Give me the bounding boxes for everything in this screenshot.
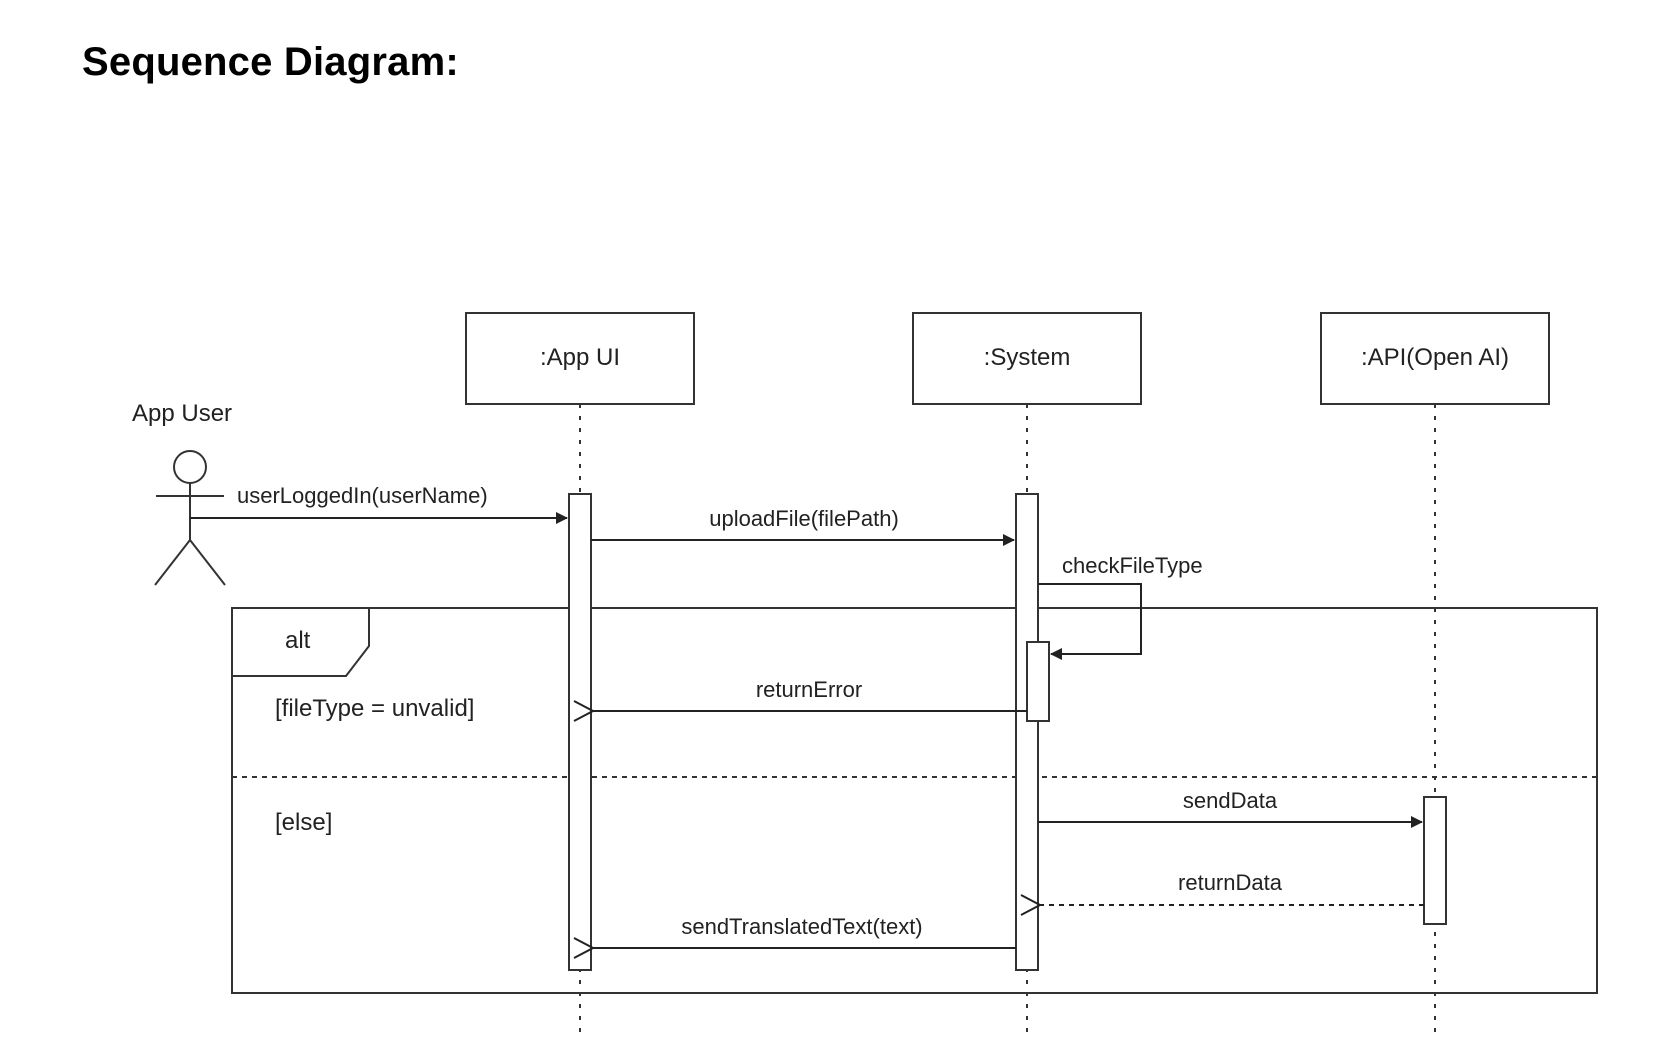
alt-fragment: alt [fileType = unvalid] [else] (231, 607, 1598, 994)
message-user-logged-in: userLoggedIn(userName) (190, 483, 568, 524)
message-label: userLoggedIn(userName) (237, 483, 488, 508)
lifeline-api: :API(Open AI) (1320, 312, 1550, 1040)
actor-left-leg (154, 539, 191, 586)
page-title: Sequence Diagram: (82, 40, 459, 84)
alt-guard-else: [else] (275, 809, 332, 836)
lifeline-head-system (912, 312, 1142, 405)
actor-app-user: App User (132, 400, 232, 586)
message-upload-file: uploadFile(filePath) (591, 506, 1015, 546)
actor-right-leg (189, 539, 226, 586)
alt-operator-tab (232, 608, 370, 677)
message-label: sendData (1183, 788, 1278, 813)
activation-bar-system (1015, 493, 1039, 971)
message-label: sendTranslatedText(text) (681, 914, 922, 939)
alt-guard-invalid: [fileType = unvalid] (275, 695, 474, 722)
message-send-data: sendData (1038, 788, 1423, 828)
activation-bar-system-nested (1026, 641, 1050, 722)
lifeline-label-app-ui: :App UI (540, 344, 620, 371)
message-return-error: returnError (593, 677, 1027, 711)
lifeline-head-app-ui (465, 312, 695, 405)
message-check-file-type: checkFileType (1038, 553, 1203, 660)
message-label: uploadFile(filePath) (709, 506, 899, 531)
message-return-data: returnData (1040, 870, 1424, 905)
message-label: returnError (756, 677, 862, 702)
message-send-translated-text: sendTranslatedText(text) (593, 914, 1016, 948)
actor-label: App User (132, 400, 232, 427)
lifeline-app-ui: :App UI (465, 312, 695, 1040)
activation-bar-api (1423, 796, 1447, 925)
message-label: checkFileType (1062, 553, 1203, 578)
lifeline-label-api: :API(Open AI) (1361, 344, 1509, 371)
lifeline-label-system: :System (984, 344, 1071, 371)
alt-operator-label: alt (285, 627, 311, 654)
message-label: returnData (1178, 870, 1283, 895)
activation-bar-app-ui (568, 493, 592, 971)
alt-fragment-frame (231, 607, 1598, 994)
actor-head-icon (173, 450, 207, 484)
message-self-loop (1038, 583, 1142, 660)
lifeline-head-api (1320, 312, 1550, 405)
